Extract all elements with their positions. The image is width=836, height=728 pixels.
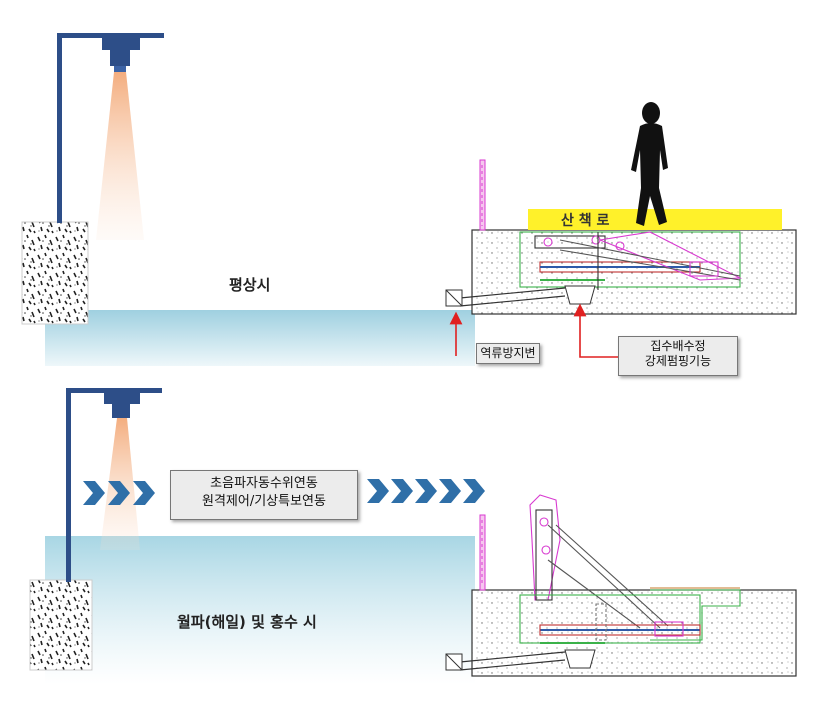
callout-backflow-valve: 역류방지변: [476, 343, 540, 364]
concrete-wall-left: [21, 221, 89, 325]
walkway: [528, 209, 782, 230]
pedestrian-icon: [631, 102, 668, 226]
control-method-line1: 초음파자동수위연동: [210, 476, 318, 491]
wave-direction-chevrons-left: [83, 481, 155, 505]
backflow-valve-icon-flood: [445, 653, 463, 671]
sump-pit: [564, 285, 596, 305]
embankment-structure-flood: [471, 589, 797, 677]
folding-gate-mechanism-closed: [519, 231, 743, 290]
flood-state-label: 월파(해일) 및 홍수 시: [177, 613, 317, 631]
barrier-post-pink-flood: [479, 514, 486, 591]
callout-line-sump: [573, 303, 618, 358]
backflow-valve-icon: [445, 289, 463, 307]
callout-sump-line2: 강제펌핑기능: [644, 354, 712, 368]
callout-sump-line1: 집수배수정: [650, 339, 706, 353]
top-panel: [21, 33, 797, 366]
folding-gate-mechanism-raised: [519, 494, 741, 644]
sump-pit-flood: [564, 649, 596, 669]
street-light-icon: [57, 33, 164, 240]
water-flood-level: [45, 536, 475, 684]
callout-backflow-valve-text: 역류방지변: [480, 346, 536, 360]
bottom-panel: [29, 388, 797, 684]
control-method-box: 초음파자동수위연동 원격제어/기상특보연동: [170, 470, 358, 520]
drain-pipe: [459, 287, 566, 307]
normal-state-label: 평상시: [229, 276, 271, 294]
drain-pipe-flood: [459, 651, 566, 671]
wave-direction-chevrons-right: [367, 479, 485, 503]
water-normal-level: [45, 310, 475, 366]
walkway-label: 산 책 로: [561, 213, 610, 229]
barrier-post-pink: [479, 159, 486, 231]
callout-sump: 집수배수정 강제펌핑기능: [618, 336, 738, 376]
control-method-line2: 원격제어/기상특보연동: [202, 494, 326, 509]
concrete-wall-left-flood: [29, 579, 93, 671]
